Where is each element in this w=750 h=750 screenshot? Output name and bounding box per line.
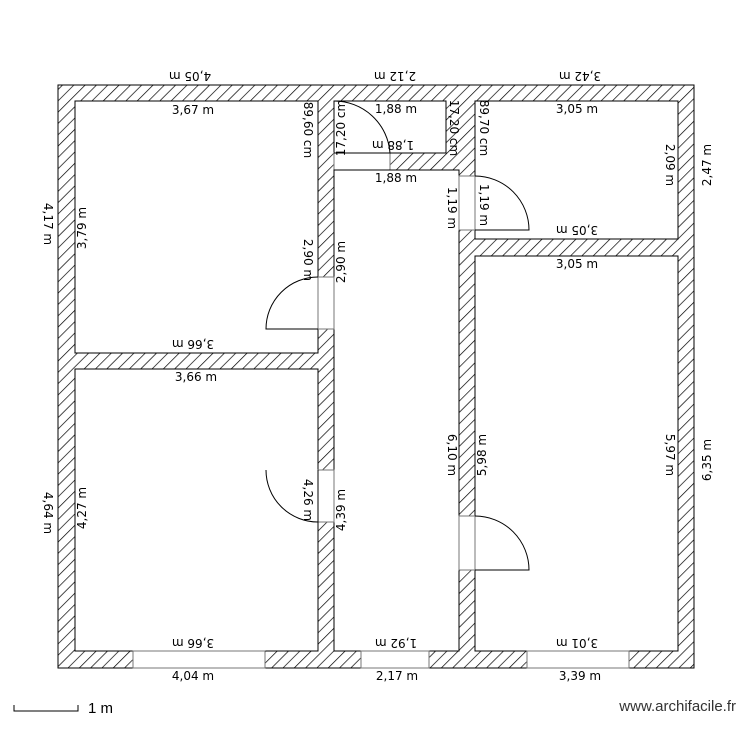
dim-label: 4,05 m (169, 69, 211, 83)
dim-label: 5,97 m (663, 434, 677, 476)
dim-label: 2,47 m (700, 144, 714, 186)
dim-label: 6,35 m (700, 439, 714, 481)
dim-label: 1,19 m (445, 187, 459, 229)
dim-label: 3,05 m (556, 257, 598, 271)
dim-label: 2,09 m (663, 144, 677, 186)
door-swing (333, 100, 391, 154)
dim-label: 17,20 cm (447, 100, 461, 156)
windows (132, 650, 630, 669)
room-top-left (74, 100, 319, 354)
room-right (474, 255, 679, 652)
dim-label: 89,70 cm (477, 100, 491, 156)
dim-label: 17,20 cm (334, 100, 348, 156)
wc-room (333, 100, 447, 154)
dim-label: 89,60 cm (301, 102, 315, 158)
dimension-labels: 4,05 m 2,12 m 3,42 m 4,17 m 4,64 m 2,47 … (41, 69, 714, 683)
dim-label: 2,90 m (301, 239, 315, 281)
dim-label: 4,64 m (41, 492, 55, 534)
door-opening (317, 469, 335, 523)
dim-label: 4,39 m (334, 489, 348, 531)
door-opening (458, 175, 476, 231)
watermark: www.archifacile.fr (619, 698, 736, 715)
dim-label: 3,67 m (172, 103, 214, 117)
scale-label: 1 m (88, 700, 114, 717)
room-top-right (474, 100, 679, 240)
dim-label: 4,26 m (301, 479, 315, 521)
dim-label: 3,05 m (556, 102, 598, 116)
dim-label: 1,88 m (375, 102, 417, 116)
dim-label: 3,39 m (559, 669, 601, 683)
dim-label: 5,98 m (475, 434, 489, 476)
dim-label: 6,10 m (445, 434, 459, 476)
door-swing (265, 469, 319, 523)
window (526, 650, 630, 669)
dim-label: 2,90 m (334, 241, 348, 283)
dim-label: 1,88 m (375, 171, 417, 185)
door-swing (474, 515, 530, 571)
dim-label: 3,42 m (559, 69, 601, 83)
dim-label: 3,66 m (175, 370, 217, 384)
dim-label: 3,66 m (172, 337, 214, 351)
dim-label: 1,19 m (477, 184, 491, 226)
door-opening (317, 276, 335, 330)
room-bottom-left (74, 368, 319, 652)
door-swing (474, 175, 530, 231)
dim-label: 3,79 m (75, 207, 89, 249)
window (132, 650, 266, 669)
door-swing (265, 276, 319, 330)
dim-label: 1,88 m (372, 138, 414, 152)
dim-label: 3,05 m (556, 223, 598, 237)
dim-label: 3,66 m (172, 636, 214, 650)
scale-bar (13, 705, 79, 712)
corridor (333, 169, 460, 652)
dim-label: 3,01 m (556, 636, 598, 650)
dim-label: 4,04 m (172, 669, 214, 683)
rooms (74, 100, 679, 652)
dim-label: 2,12 m (374, 69, 416, 83)
dim-label: 4,17 m (41, 203, 55, 245)
window (360, 650, 430, 669)
dim-label: 2,17 m (376, 669, 418, 683)
door-opening (458, 515, 476, 571)
doors (265, 100, 530, 571)
dim-label: 4,27 m (75, 487, 89, 529)
dim-label: 1,92 m (375, 636, 417, 650)
